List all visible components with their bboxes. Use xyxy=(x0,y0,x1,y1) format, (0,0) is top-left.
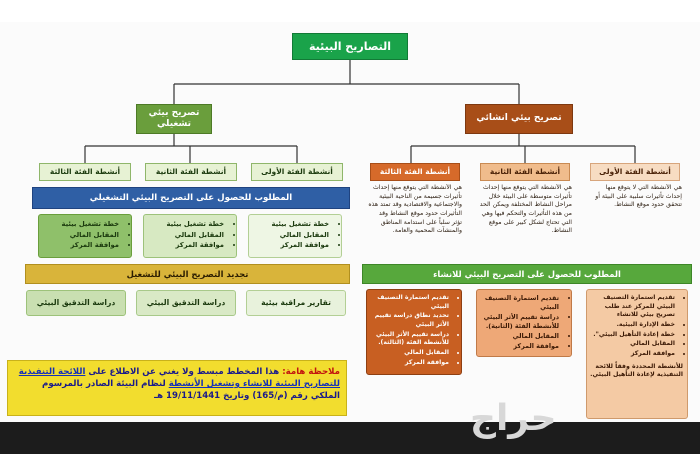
list-item: المقابل المالي xyxy=(369,349,449,358)
operation-category-3-label: أنشطة الفئة الثالثة xyxy=(49,167,121,177)
operation-permit-node: تصريح بيئي تشغيلي xyxy=(136,104,212,134)
bottom-band xyxy=(0,422,700,454)
construction-req-list-2-items: تقديم استمارة التصنيف البيئي دراسة تقييم… xyxy=(479,294,569,351)
construction-permit-node: تصريح بيئي انشائي xyxy=(465,104,573,134)
construction-req-list-1-footnote: للأنشطة المحددة وفقاً للائحة التنفيذية ل… xyxy=(590,362,683,379)
list-item: المقابل المالي xyxy=(479,332,559,341)
list-item: خطة تشغيل بيئية xyxy=(146,220,224,230)
renewal-item-2-label: دراسة التدقيق البيئي xyxy=(146,298,226,308)
construction-req-list-3-items: تقديم استمارة التصنيف البيئي تحديد نطاق … xyxy=(369,294,459,367)
watermark-logo: حراج xyxy=(470,398,557,439)
construction-category-3-description: هي الأنشطة التي يتوقع منها إحداث تأثيرات… xyxy=(368,184,462,262)
operation-req-list-3: خطة تشغيل بيئية المقابل المالي موافقة ال… xyxy=(38,214,132,258)
note-regulation-link[interactable]: اللائحة التنفيذية للتصاريح البيئية للانش… xyxy=(18,367,340,390)
renewal-item-2: دراسة التدقيق البيئي xyxy=(136,290,236,316)
operation-requirements-bar: المطلوب للحصول على التصريح البيئي التشغي… xyxy=(32,187,350,209)
list-item: دراسة تقييم الأثر البيئي للأنشطة الفئة (… xyxy=(479,313,559,331)
operation-requirements-label: المطلوب للحصول على التصريح البيئي التشغي… xyxy=(89,192,293,203)
renewal-item-3: دراسة التدقيق البيئي xyxy=(26,290,126,316)
construction-permit-title: تصريح بيئي انشائي xyxy=(476,113,562,124)
construction-req-list-1: تقديم استمارة التصنيف البيئي للمركز عند … xyxy=(586,289,688,419)
note-text-2: لنظام البيئة الصادر بالمرسوم الملكي رقم … xyxy=(42,379,340,402)
operation-renewal-bar: تجديد التصريح البيئي للتشغيل xyxy=(25,264,350,284)
construction-req-list-1-items: تقديم استمارة التصنيف البيئي للمركز عند … xyxy=(589,294,685,359)
construction-req-list-2: تقديم استمارة التصنيف البيئي دراسة تقييم… xyxy=(476,289,572,357)
list-item: موافقة المركز xyxy=(369,359,449,368)
note-text-1: هذا المخطط مبسط ولا يغني عن الاطلاع على xyxy=(88,367,280,377)
renewal-item-1-label: تقارير مراقبة بيئية xyxy=(261,298,331,308)
renewal-item-3-label: دراسة التدقيق البيئي xyxy=(36,298,116,308)
construction-category-3-label: أنشطة الفئة الثالثة xyxy=(379,167,451,177)
construction-category-3: أنشطة الفئة الثالثة xyxy=(370,163,460,181)
root-node: التصاريح البيئية xyxy=(292,33,408,60)
list-item: المقابل المالي xyxy=(589,340,675,349)
list-item: دراسة تقييم الأثر البيئي للأنشطة الفئة (… xyxy=(369,331,449,348)
list-item: موافقة المركز xyxy=(251,241,329,251)
important-note: ملاحظة هامة: هذا المخطط مبسط ولا يغني عن… xyxy=(7,360,347,416)
list-item: موافقة المركز xyxy=(146,241,224,251)
operation-req-list-1: خطة تشغيل بيئية المقابل المالي موافقة ال… xyxy=(248,214,342,258)
operation-req-list-3-items: خطة تشغيل بيئية المقابل المالي موافقة ال… xyxy=(41,220,129,251)
list-item: تحديد نطاق دراسة تقييم الأثر البيئي xyxy=(369,312,449,329)
list-item: موافقة المركز xyxy=(589,350,675,359)
operation-category-1: أنشطة الفئة الأولى xyxy=(251,163,343,181)
list-item: موافقة المركز xyxy=(41,241,119,251)
list-item: المقابل المالي xyxy=(251,231,329,241)
operation-req-list-2: خطة تشغيل بيئية المقابل المالي موافقة ال… xyxy=(143,214,237,258)
top-margin xyxy=(0,0,700,22)
list-item: خطة تشغيل بيئية xyxy=(251,220,329,230)
construction-category-1-description: هي الأنشطة التي لا يتوقع منها إحداث تأثي… xyxy=(588,184,682,262)
list-item: خطة تشغيل بيئية xyxy=(41,220,119,230)
construction-category-2: أنشطة الفئة الثانية xyxy=(480,163,570,181)
operation-permit-title: تصريح بيئي تشغيلي xyxy=(148,107,200,129)
construction-category-1-label: أنشطة الفئة الأولى xyxy=(599,167,671,177)
operation-category-2: أنشطة الفئة الثانية xyxy=(145,163,237,181)
construction-category-2-label: أنشطة الفئة الثانية xyxy=(489,167,561,177)
operation-category-2-label: أنشطة الفئة الثانية xyxy=(155,167,227,177)
construction-desc-3: هي الأنشطة التي يتوقع منها إحداث تأثيرات… xyxy=(368,184,462,235)
list-item: خطة إعادة التأهيل البيئي". xyxy=(589,331,675,340)
construction-category-2-description: هي الأنشطة التي يتوقع منها إحداث تأثيرات… xyxy=(478,184,572,262)
list-item: تقديم استمارة التصنيف البيئي xyxy=(479,294,559,312)
construction-requirements-bar: المطلوب للحصول على التصريح البيئي للانشا… xyxy=(362,264,692,284)
construction-category-1: أنشطة الفئة الأولى xyxy=(590,163,680,181)
construction-requirements-label: المطلوب للحصول على التصريح البيئي للانشا… xyxy=(433,268,621,279)
list-item: المقابل المالي xyxy=(41,231,119,241)
construction-req-list-3: تقديم استمارة التصنيف البيئي تحديد نطاق … xyxy=(366,289,462,375)
list-item: تقديم استمارة التصنيف البيئي xyxy=(369,294,449,311)
operation-req-list-1-items: خطة تشغيل بيئية المقابل المالي موافقة ال… xyxy=(251,220,339,251)
renewal-item-1: تقارير مراقبة بيئية xyxy=(246,290,346,316)
watermark-text: حراج xyxy=(470,398,557,439)
construction-desc-2: هي الأنشطة التي يتوقع منها إحداث تأثيرات… xyxy=(479,184,572,235)
list-item: خطة الإدارة البيئية. xyxy=(589,321,675,330)
list-item: تقديم استمارة التصنيف البيئي للمركز عند … xyxy=(589,294,675,320)
construction-desc-1: هي الأنشطة التي لا يتوقع منها إحداث تأثي… xyxy=(595,184,682,209)
root-label: التصاريح البيئية xyxy=(308,39,392,53)
operation-req-list-2-items: خطة تشغيل بيئية المقابل المالي موافقة ال… xyxy=(146,220,234,251)
operation-category-3: أنشطة الفئة الثالثة xyxy=(39,163,131,181)
operation-renewal-label: تجديد التصريح البيئي للتشغيل xyxy=(126,268,249,279)
operation-category-1-label: أنشطة الفئة الأولى xyxy=(261,167,333,177)
list-item: المقابل المالي xyxy=(146,231,224,241)
list-item: موافقة المركز xyxy=(479,342,559,351)
note-label: ملاحظة هامة: xyxy=(282,367,340,377)
